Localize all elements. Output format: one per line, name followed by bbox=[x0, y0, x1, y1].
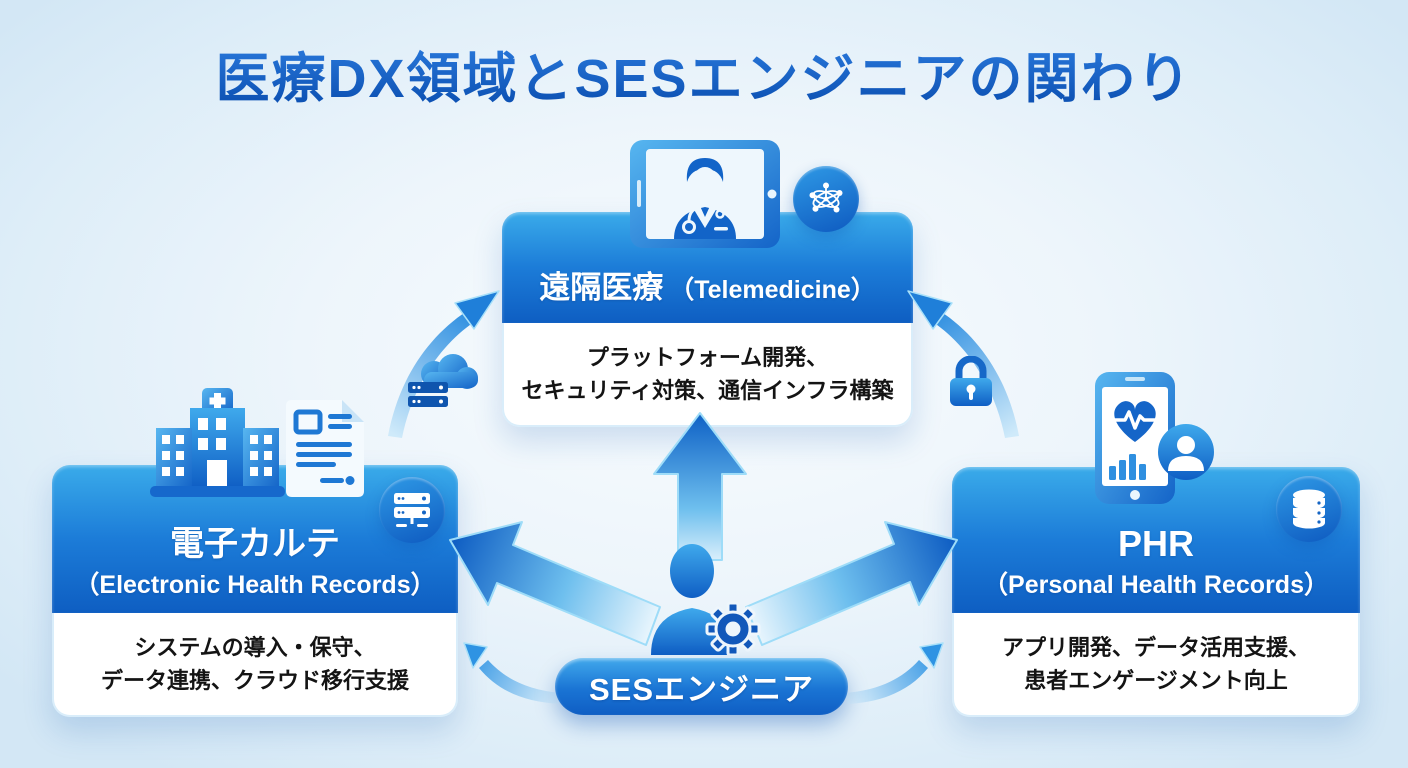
curved-arrow-ses-to-ehr bbox=[463, 642, 561, 704]
page-title: 医療DX領域とSESエンジニアの関わり bbox=[0, 34, 1408, 113]
database-icon bbox=[1293, 489, 1325, 529]
phr-body-line1: アプリ開発、データ活用支援、 bbox=[1001, 635, 1310, 660]
telemedicine-body-line1: プラットフォーム開発、 bbox=[586, 345, 829, 370]
lock-icon bbox=[950, 356, 992, 406]
cloud-server-icon bbox=[408, 354, 478, 407]
hospital-icon bbox=[150, 388, 285, 497]
tablet-doctor-icon bbox=[630, 140, 780, 248]
telemedicine-title-ja: 遠隔医療 bbox=[539, 270, 664, 305]
network-icon bbox=[809, 182, 843, 213]
engineer-gear-icon bbox=[651, 544, 761, 655]
telemedicine-title-en: （Telemedicine） bbox=[669, 276, 876, 304]
ehr-title-en: （Electronic Health Records） bbox=[74, 571, 436, 599]
ses-engineer-pill: SESエンジニア bbox=[555, 658, 848, 715]
phr-card-body: アプリ開発、データ活用支援、 患者エンゲージメント向上 bbox=[952, 613, 1360, 717]
telemedicine-badge bbox=[793, 166, 859, 232]
ehr-card-body: システムの導入・保守、 データ連携、クラウド移行支援 bbox=[52, 613, 458, 717]
arrow-to-phr bbox=[745, 521, 958, 646]
smartphone-health-icon bbox=[1095, 372, 1175, 504]
phr-badge bbox=[1276, 476, 1342, 542]
ehr-badge bbox=[379, 477, 445, 543]
phr-title-en: （Personal Health Records） bbox=[983, 571, 1329, 599]
phr-title-ja: PHR bbox=[1117, 523, 1194, 564]
telemedicine-card-body: プラットフォーム開発、 セキュリティ対策、通信インフラ構築 bbox=[502, 323, 913, 427]
curved-arrow-ses-to-phr bbox=[846, 642, 944, 704]
document-icon bbox=[286, 400, 364, 497]
arrow-to-ehr bbox=[449, 521, 661, 646]
ses-engineer-label: SESエンジニア bbox=[588, 672, 815, 707]
ehr-body-line2: データ連携、クラウド移行支援 bbox=[100, 668, 409, 693]
server-icon bbox=[394, 493, 430, 527]
person-circle-icon bbox=[1158, 424, 1214, 480]
ehr-body-line1: システムの導入・保守、 bbox=[134, 635, 376, 660]
ehr-title-ja: 電子カルテ bbox=[170, 525, 340, 563]
arrow-up-to-telemedicine bbox=[653, 412, 747, 561]
telemedicine-body-line2: セキュリティ対策、通信インフラ構築 bbox=[521, 378, 894, 403]
phr-body-line2: 患者エンゲージメント向上 bbox=[1024, 668, 1288, 693]
